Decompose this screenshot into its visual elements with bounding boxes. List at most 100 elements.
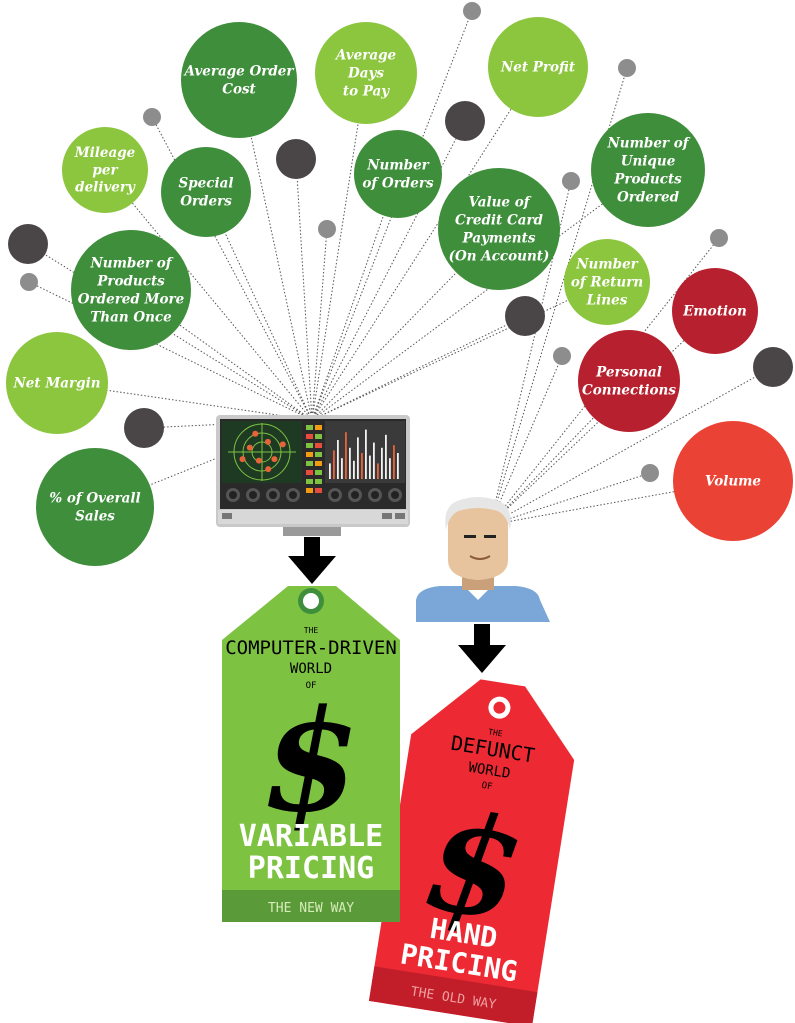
bubble-label-line: % of Overall xyxy=(49,491,140,507)
monitor-bar xyxy=(361,453,363,479)
arrow-person-to-red-tag xyxy=(458,624,506,673)
grey-dot xyxy=(618,59,636,77)
connector-line xyxy=(311,228,500,421)
bubble-label-line: delivery xyxy=(75,180,136,196)
bubble-label: Volume xyxy=(705,474,761,490)
radar-blip xyxy=(265,466,272,473)
grey-dot xyxy=(143,108,161,126)
radar-blip xyxy=(264,438,271,445)
bubble-circle xyxy=(315,22,417,124)
bubble-circle xyxy=(673,421,793,541)
computer-monitor xyxy=(216,415,410,536)
bubble-label: Net Profit xyxy=(500,60,576,76)
green-tag-dollar-sign: $ xyxy=(262,680,359,844)
bubble-label-line: Average xyxy=(334,48,397,64)
bubble-label-line: Products xyxy=(96,274,165,290)
bubble-circle xyxy=(438,168,560,290)
dark-dot xyxy=(8,224,48,264)
bubble-label-line: Products xyxy=(613,172,682,188)
bubble-circle xyxy=(488,17,588,117)
metric-bubble-net-profit: Net Profit xyxy=(488,17,588,117)
bubble-label-line: Number xyxy=(575,257,638,273)
green-tag-footer: THE NEW WAY xyxy=(268,901,354,916)
dark-dot xyxy=(505,296,545,336)
monitor-bar xyxy=(365,429,367,479)
bubble-label: Number of Orders xyxy=(362,158,434,192)
radar-blip xyxy=(239,456,246,463)
monitor-bar xyxy=(377,463,379,479)
green-tag-world: WORLD xyxy=(290,661,332,677)
bubble-label-line: Number of xyxy=(606,136,690,152)
bubble-label-line: of Return xyxy=(571,275,643,291)
monitor-bar xyxy=(345,432,347,479)
grey-dot xyxy=(318,220,336,238)
bubble-label-line: (On Account) xyxy=(449,249,550,265)
dark-dot xyxy=(124,408,164,448)
bubble-label-line: to Pay xyxy=(343,84,390,100)
monitor-bar xyxy=(397,453,399,479)
bubble-label-line: Connections xyxy=(582,383,676,399)
indicator-lights xyxy=(306,425,322,493)
bubble-label-line: Payments xyxy=(462,231,536,247)
monitor-bar xyxy=(373,442,375,479)
bubble-label-line: Cost xyxy=(222,82,256,98)
dark-dot xyxy=(276,139,316,179)
connector-line xyxy=(489,472,651,526)
bubble-circle xyxy=(354,130,442,218)
bubble-label-line: Special xyxy=(178,176,233,192)
green-price-tag: THE COMPUTER-DRIVEN WORLD OF $ VARIABLE … xyxy=(222,586,400,922)
monitor-bar xyxy=(385,434,387,479)
monitor-bar xyxy=(353,460,355,479)
bubble-label-line: Ordered xyxy=(617,190,680,206)
bubble-label-line: Emotion xyxy=(682,304,747,320)
monitor-bar xyxy=(341,458,343,479)
connector-line xyxy=(489,480,734,526)
monitor-bar xyxy=(381,447,383,479)
red-tag-the: THE xyxy=(488,727,504,738)
grey-dot xyxy=(553,347,571,365)
bubble-label-line: Orders xyxy=(180,194,232,210)
radar-blip xyxy=(255,457,262,464)
bubble-label-line: of Orders xyxy=(362,176,434,192)
red-price-tag: THE DEFUNCT WORLD OF $ HAND PRICING THE … xyxy=(368,679,575,1023)
grey-dot xyxy=(710,229,728,247)
radar-blips xyxy=(239,430,286,473)
bar-display xyxy=(325,421,405,483)
bubble-label: Net Margin xyxy=(12,376,100,392)
bubble-label-line: Value of xyxy=(468,195,531,211)
monitor-bar xyxy=(389,458,391,479)
red-tag-world: WORLD xyxy=(467,760,511,782)
metric-bubble-volume: Volume xyxy=(673,421,793,541)
bubble-label-line: Average Order xyxy=(183,64,295,80)
radar-blip xyxy=(271,456,278,463)
bubble-label-line: Number xyxy=(366,158,429,174)
bubble-label-line: per xyxy=(92,162,118,178)
connector-line xyxy=(489,355,563,526)
bubble-label-line: Ordered More xyxy=(78,292,185,308)
bubble-label-line: Sales xyxy=(75,509,115,525)
monitor-bar xyxy=(337,440,339,479)
grey-dot xyxy=(463,2,481,20)
green-tag-line2: PRICING xyxy=(248,851,374,886)
bubble-circle xyxy=(591,113,705,227)
grey-dot xyxy=(562,172,580,190)
bubble-circle xyxy=(672,268,758,354)
bubble-label-line: Personal xyxy=(595,365,662,381)
monitor-bar xyxy=(349,447,351,479)
decorative-dots xyxy=(8,2,793,482)
monitor-bars xyxy=(329,429,399,479)
dark-dot xyxy=(753,347,793,387)
bubble-label-line: Lines xyxy=(586,293,628,309)
connector-line xyxy=(311,228,328,421)
bubble-circle xyxy=(36,448,154,566)
